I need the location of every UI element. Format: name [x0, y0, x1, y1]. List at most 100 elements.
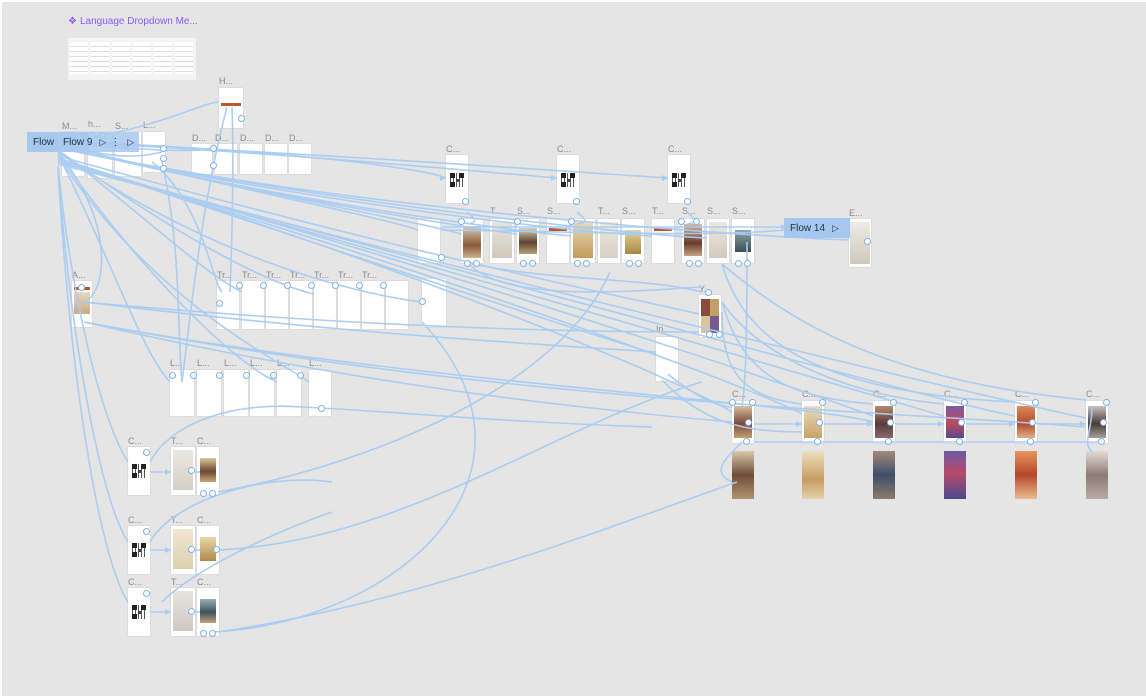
connection-node[interactable] — [961, 399, 968, 406]
connection-node[interactable] — [190, 372, 197, 379]
connection-node[interactable] — [573, 198, 580, 205]
connection-node[interactable] — [887, 419, 894, 426]
connection-node[interactable] — [438, 254, 445, 261]
connection-node[interactable] — [188, 546, 195, 553]
component-set-title[interactable]: ❖Language Dropdown Me... — [68, 16, 198, 27]
component-set-preview[interactable] — [68, 38, 196, 80]
connection-node[interactable] — [458, 218, 465, 225]
flow-9-chip[interactable]: Flow 9 ▷ ⋮ ▷ — [57, 132, 139, 152]
frame[interactable] — [314, 281, 336, 329]
artwork-image[interactable] — [944, 451, 966, 499]
artwork-image[interactable] — [873, 451, 895, 499]
flow-14-chip[interactable]: Flow 14 ▷ — [784, 218, 850, 238]
connection-node[interactable] — [693, 218, 700, 225]
connection-node[interactable] — [160, 155, 167, 162]
connection-node[interactable] — [213, 546, 220, 553]
connection-node[interactable] — [419, 298, 426, 305]
frame[interactable] — [143, 132, 165, 172]
connection-node[interactable] — [270, 372, 277, 379]
connection-node[interactable] — [735, 260, 742, 267]
frame[interactable] — [309, 370, 331, 416]
connection-node[interactable] — [583, 260, 590, 267]
connection-node[interactable] — [520, 260, 527, 267]
connection-node[interactable] — [308, 282, 315, 289]
connection-node[interactable] — [297, 372, 304, 379]
connection-node[interactable] — [284, 282, 291, 289]
connection-node[interactable] — [160, 165, 167, 172]
connection-node[interactable] — [529, 260, 536, 267]
connection-node[interactable] — [706, 331, 713, 338]
connection-node[interactable] — [462, 198, 469, 205]
connection-node[interactable] — [816, 419, 823, 426]
connection-node[interactable] — [169, 372, 176, 379]
connection-node[interactable] — [749, 399, 756, 406]
frame[interactable] — [338, 281, 360, 329]
connection-node[interactable] — [1103, 399, 1110, 406]
connection-node[interactable] — [473, 260, 480, 267]
connection-node[interactable] — [686, 260, 693, 267]
frame[interactable] — [386, 281, 408, 329]
connection-node[interactable] — [216, 372, 223, 379]
connection-node[interactable] — [243, 372, 250, 379]
frame[interactable] — [192, 144, 212, 174]
connection-node[interactable] — [885, 438, 892, 445]
connection-node[interactable] — [568, 218, 575, 225]
connection-node[interactable] — [514, 218, 521, 225]
connection-node[interactable] — [188, 467, 195, 474]
frame[interactable] — [290, 281, 312, 329]
connection-node[interactable] — [260, 282, 267, 289]
frame[interactable] — [265, 144, 287, 174]
connection-node[interactable] — [819, 399, 826, 406]
connection-node[interactable] — [236, 282, 243, 289]
connection-node[interactable] — [1100, 419, 1107, 426]
connection-node[interactable] — [695, 260, 702, 267]
connection-node[interactable] — [684, 198, 691, 205]
connection-node[interactable] — [1029, 419, 1036, 426]
connection-node[interactable] — [814, 438, 821, 445]
connection-node[interactable] — [464, 260, 471, 267]
connection-node[interactable] — [318, 405, 325, 412]
connection-node[interactable] — [716, 331, 723, 338]
connection-node[interactable] — [216, 300, 223, 307]
connection-node[interactable] — [238, 115, 245, 122]
connection-node[interactable] — [209, 630, 216, 637]
connection-node[interactable] — [745, 419, 752, 426]
artwork-image[interactable] — [802, 451, 824, 499]
connection-node[interactable] — [160, 145, 167, 152]
connection-node[interactable] — [635, 260, 642, 267]
connection-node[interactable] — [188, 608, 195, 615]
connection-node[interactable] — [356, 282, 363, 289]
connection-node[interactable] — [956, 438, 963, 445]
connection-node[interactable] — [210, 162, 217, 169]
connection-node[interactable] — [890, 399, 897, 406]
connection-node[interactable] — [1032, 399, 1039, 406]
connection-node[interactable] — [864, 238, 871, 245]
artwork-image[interactable] — [732, 451, 754, 499]
play-triangle-icon[interactable]: ▷ — [127, 136, 135, 147]
connection-node[interactable] — [743, 438, 750, 445]
connection-node[interactable] — [705, 289, 712, 296]
play-triangle-icon[interactable]: ▷ — [99, 136, 107, 147]
play-triangle-icon[interactable]: ▷ — [832, 222, 839, 233]
connection-node[interactable] — [626, 260, 633, 267]
connection-node[interactable] — [574, 260, 581, 267]
connection-node[interactable] — [678, 218, 685, 225]
artwork-image[interactable] — [1086, 451, 1108, 499]
connection-node[interactable] — [332, 282, 339, 289]
connection-node[interactable] — [78, 284, 85, 291]
connection-node[interactable] — [729, 399, 736, 406]
frame[interactable] — [242, 281, 264, 329]
connection-node[interactable] — [744, 260, 751, 267]
connection-node[interactable] — [1098, 438, 1105, 445]
connection-node[interactable] — [209, 490, 216, 497]
connection-node[interactable] — [200, 490, 207, 497]
connection-node[interactable] — [143, 528, 150, 535]
connection-node[interactable] — [143, 590, 150, 597]
artwork-image[interactable] — [1015, 451, 1037, 499]
connection-node[interactable] — [380, 282, 387, 289]
connection-node[interactable] — [1027, 438, 1034, 445]
connection-node[interactable] — [143, 449, 150, 456]
frame[interactable] — [289, 144, 311, 174]
frame[interactable] — [422, 279, 446, 327]
